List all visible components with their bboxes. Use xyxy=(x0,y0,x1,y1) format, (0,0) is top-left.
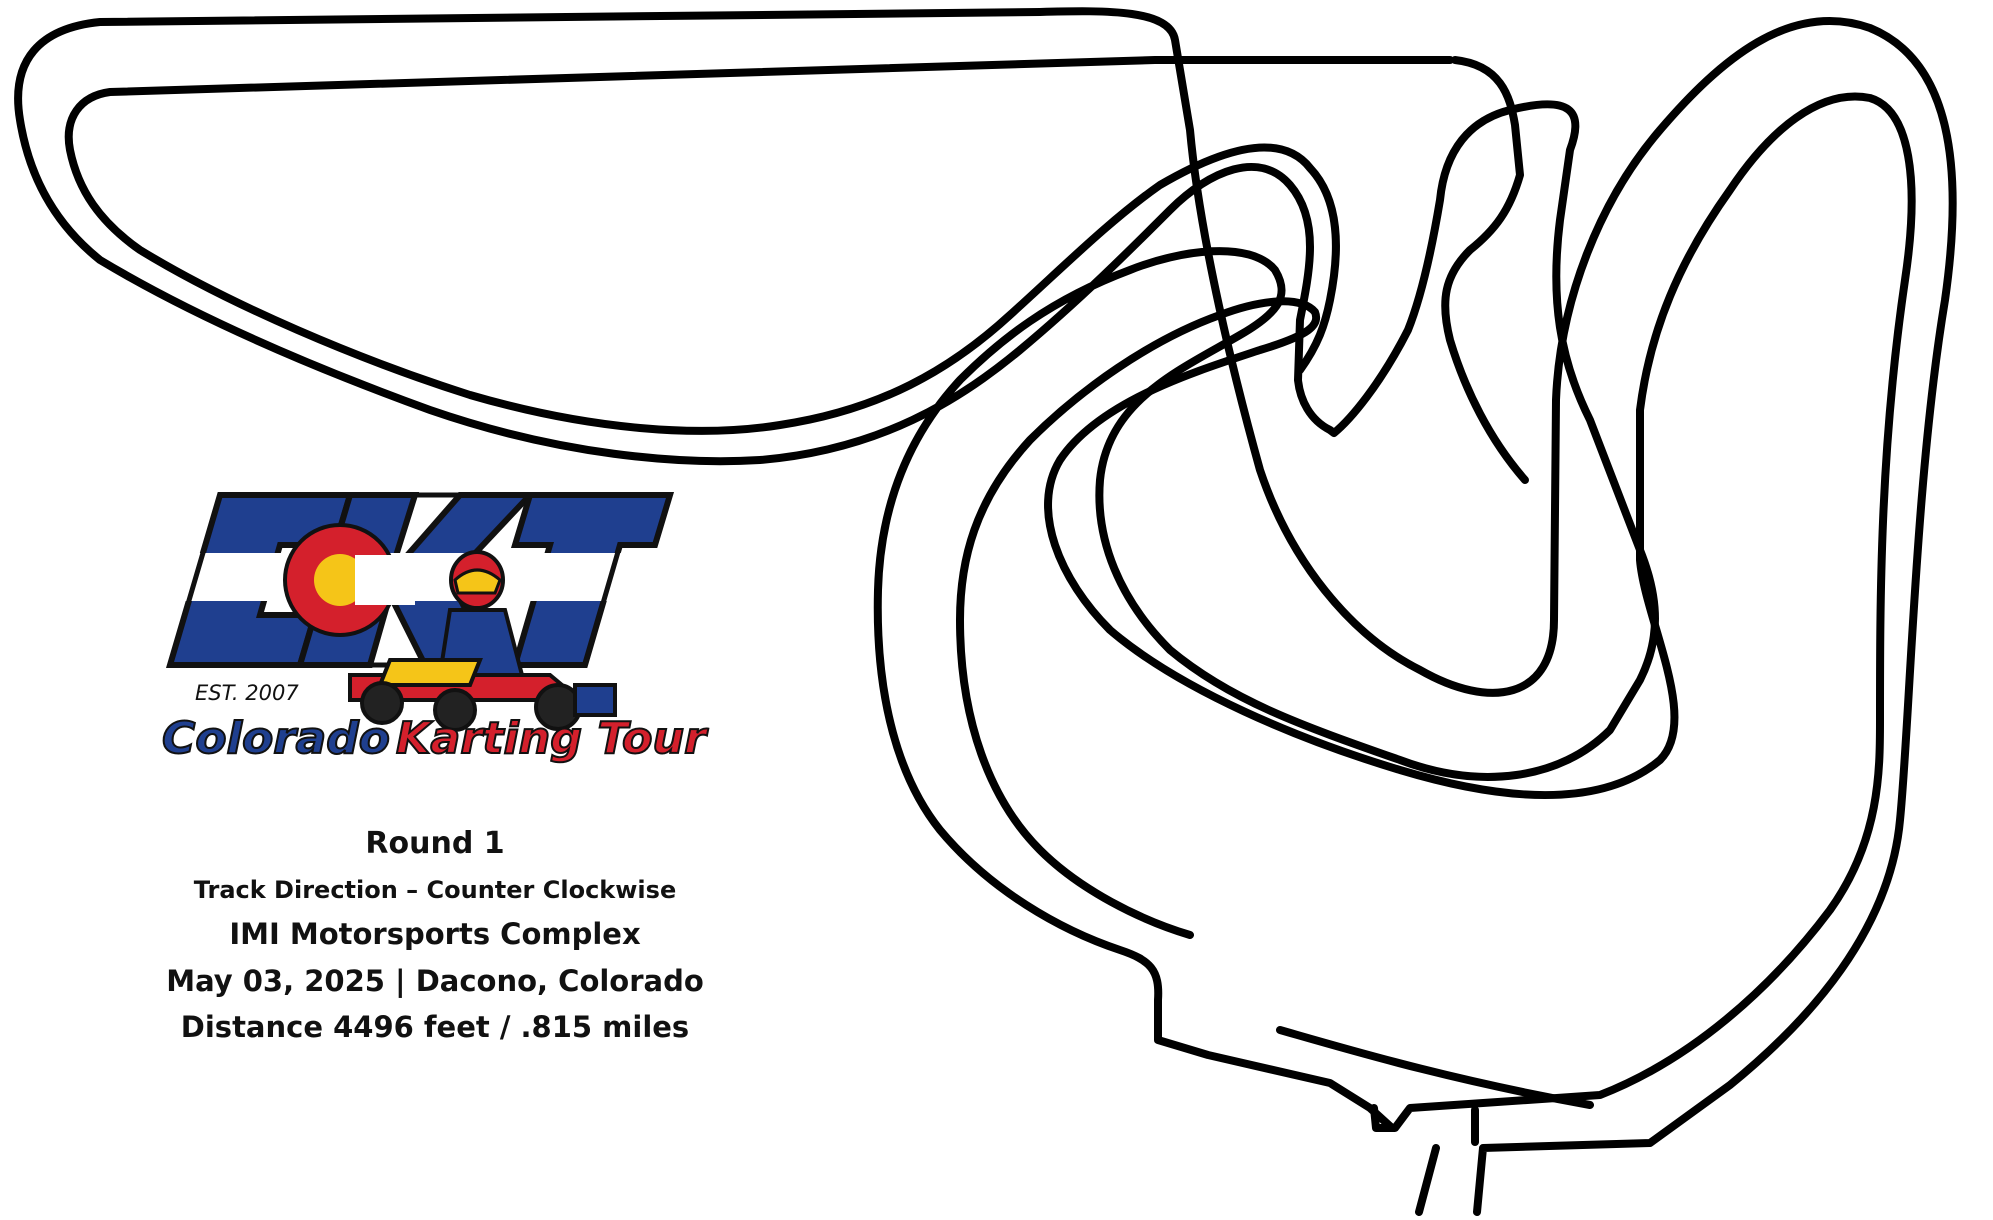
wordmark-colorado: Colorado xyxy=(162,713,390,764)
track-inner-edge xyxy=(956,92,1916,1146)
colorado-karting-tour-wordmark: Colorado Karting Tour xyxy=(161,712,709,765)
race-track-outline-icon xyxy=(14,7,1957,1216)
track-direction: Track Direction – Counter Clockwise xyxy=(193,876,677,904)
ckt-logo: EST. 2007 Colorado Karting Tour xyxy=(161,492,709,765)
track-outer-edge xyxy=(14,7,1957,1216)
round-title: Round 1 xyxy=(365,826,505,861)
main-straight-inner xyxy=(64,56,1454,435)
established-label: EST. 2007 xyxy=(195,681,299,705)
track-distance: Distance 4496 feet / .815 miles xyxy=(180,1010,690,1044)
colorado-flag-letters-icon xyxy=(165,492,675,668)
pit-lane xyxy=(1276,1026,1594,1109)
wordmark-karting-tour: Karting Tour xyxy=(396,713,708,764)
venue-name: IMI Motorsports Complex xyxy=(229,917,641,951)
kart-driver-illustration-icon xyxy=(348,550,617,732)
back-section-inner xyxy=(1441,56,1529,484)
event-date-location: May 03, 2025 | Dacono, Colorado xyxy=(166,964,704,998)
event-info: Round 1 Track Direction – Counter Clockw… xyxy=(140,818,730,1050)
